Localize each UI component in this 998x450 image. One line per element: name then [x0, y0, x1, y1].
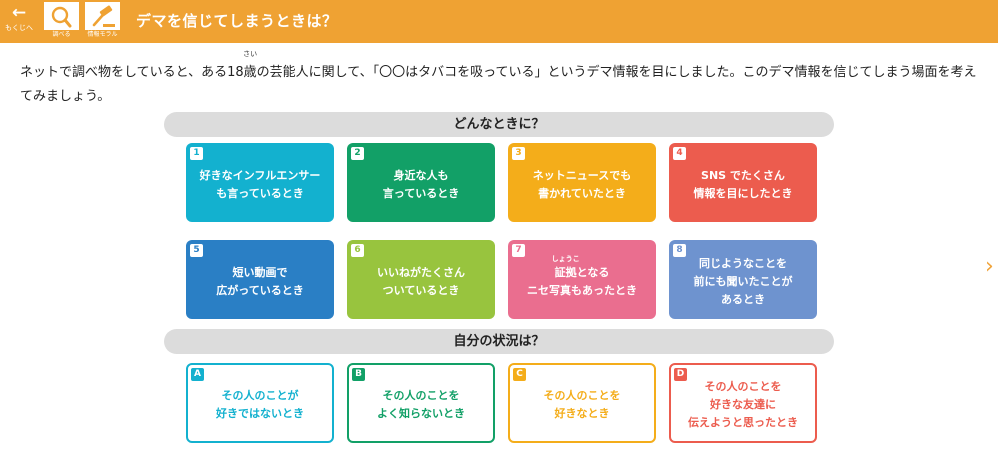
- top-bar: ← もくじへ 調べる 情報モラル デマを信じてしまうときは？: [0, 0, 998, 43]
- intro-paragraph: ネットで調べ物をしていると、ある18歳 さいの芸能人に関して、「〇〇はタバコを吸っ…: [20, 50, 980, 109]
- card-letter: B: [352, 368, 365, 381]
- card-text: その人のことが好きではないとき: [216, 389, 304, 420]
- card-text: 身近な人も言っているとき: [382, 168, 460, 200]
- ruby-age: 歳さい: [243, 50, 257, 85]
- page-title: デマを信じてしまうときは？: [136, 12, 338, 30]
- card-number: 8: [673, 244, 686, 257]
- situation-card-8[interactable]: 8 同じようなことを前にも聞いたことがあるとき: [669, 240, 817, 319]
- gavel-icon: [92, 5, 115, 27]
- situation-card-3[interactable]: 3 ネットニュースでも書かれていたとき: [508, 143, 656, 222]
- card-text: その人のことを好きな友達に伝えようと思ったとき: [688, 380, 798, 429]
- card-letter: C: [513, 368, 526, 381]
- card-text: その人のことを好きなとき: [543, 389, 621, 420]
- card-number: 2: [351, 147, 364, 160]
- card-text: 同じようなことを前にも聞いたことがあるとき: [693, 256, 793, 306]
- ruby-base: 歳: [243, 65, 257, 80]
- situation-card-1[interactable]: 1 好きなインフルエンサーも言っているとき: [186, 143, 334, 222]
- situation-card-4[interactable]: 4 SNS でたくさん情報を目にしたとき: [669, 143, 817, 222]
- section-heading-when: どんなときに？: [164, 112, 834, 137]
- magnifier-icon: [51, 6, 72, 28]
- back-arrow-icon: ←: [11, 3, 27, 23]
- card-text: 証拠しょうことなるニセ写真もあったとき: [527, 254, 637, 297]
- card-number: 4: [673, 147, 686, 160]
- card-number: 3: [512, 147, 525, 160]
- situation-card-5[interactable]: 5 短い動画で広がっているとき: [186, 240, 334, 319]
- card-text: SNS でたくさん情報を目にしたとき: [693, 168, 793, 200]
- card-text: 短い動画で広がっているとき: [216, 265, 304, 297]
- section-heading-status: 自分の状況は？: [164, 329, 834, 354]
- card-number: 7: [512, 244, 525, 257]
- situation-card-7[interactable]: 7 証拠しょうことなるニセ写真もあったとき: [508, 240, 656, 319]
- search-tool-label: 調べる: [44, 30, 79, 39]
- status-card-a[interactable]: A その人のことが好きではないとき: [186, 363, 334, 443]
- intro-text-2: の芸能人に関して、「〇〇はタバコを吸っている」というデマ情報を目にしました。この…: [20, 65, 977, 104]
- card-letter: D: [674, 368, 687, 381]
- intro-text-1: ネットで調べ物をしていると、ある18: [20, 65, 244, 80]
- status-card-d[interactable]: D その人のことを好きな友達に伝えようと思ったとき: [669, 363, 817, 443]
- card-text: いいねがたくさんついているとき: [377, 265, 465, 297]
- situation-card-6[interactable]: 6 いいねがたくさんついているとき: [347, 240, 495, 319]
- card-text: 好きなインフルエンサーも言っているとき: [199, 168, 321, 200]
- card-text: その人のことをよく知らないとき: [377, 389, 465, 420]
- info-moral-tool-button[interactable]: 情報モラル: [83, 0, 122, 41]
- back-to-contents-button[interactable]: ← もくじへ: [0, 0, 38, 43]
- chevron-right-icon[interactable]: ›: [985, 254, 994, 279]
- info-moral-tool-label: 情報モラル: [85, 30, 120, 39]
- search-tool-button[interactable]: 調べる: [42, 0, 81, 41]
- card-number: 1: [190, 147, 203, 160]
- ruby-evidence: 証拠しょうこ: [551, 254, 580, 279]
- card-text: ネットニュースでも書かれていたとき: [532, 168, 632, 200]
- status-card-c[interactable]: C その人のことを好きなとき: [508, 363, 656, 443]
- card-letter: A: [191, 368, 204, 381]
- back-label: もくじへ: [5, 24, 33, 32]
- card-number: 6: [351, 244, 364, 257]
- situation-card-2[interactable]: 2 身近な人も言っているとき: [347, 143, 495, 222]
- card-number: 5: [190, 244, 203, 257]
- ruby-reading: さい: [243, 50, 258, 58]
- status-card-b[interactable]: B その人のことをよく知らないとき: [347, 363, 495, 443]
